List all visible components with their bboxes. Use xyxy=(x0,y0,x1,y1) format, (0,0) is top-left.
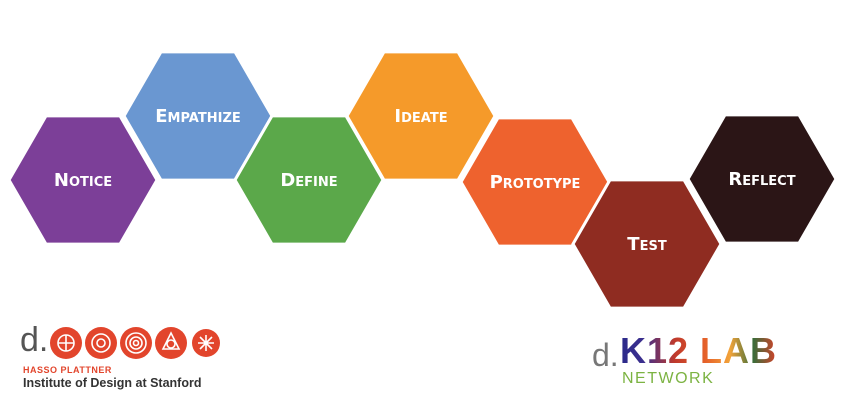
stage-label: Reflect xyxy=(728,169,795,190)
stage-label: Prototype xyxy=(490,172,581,193)
stage-prototype: Prototype xyxy=(459,116,611,248)
stage-reflect: Reflect xyxy=(686,113,838,245)
dschool-hasso-plattner-text: HASSO PLATTNER xyxy=(23,365,112,375)
dschool-circles-icon xyxy=(50,327,220,359)
stage-label: Define xyxy=(280,170,337,191)
stage-notice: Notice xyxy=(7,114,159,246)
stage-test: Test xyxy=(571,178,723,310)
k12-d-mark: d. xyxy=(592,337,619,373)
stage-hexagon xyxy=(7,114,159,246)
dschool-institute-text: Institute of Design at Stanford xyxy=(23,376,202,390)
stage-hexagon xyxy=(345,50,497,182)
stage-label: Notice xyxy=(54,170,112,191)
stage-define: Define xyxy=(233,114,385,246)
stage-label: Test xyxy=(627,234,667,255)
k12-lab-name: K12 LAB xyxy=(620,330,778,371)
stage-hexagon xyxy=(686,113,838,245)
stage-ideate: Ideate xyxy=(345,50,497,182)
k12-lab-logo: d. K12 LAB NETWORK xyxy=(592,328,832,394)
stage-label: Empathize xyxy=(155,106,241,127)
stage-label: Ideate xyxy=(394,106,447,127)
stage-hexagon xyxy=(571,178,723,310)
dschool-logo: d. HASSO PLATTNER Institute of Design at… xyxy=(20,318,230,398)
k12-network-text: NETWORK xyxy=(622,370,715,387)
dschool-d-mark: d. xyxy=(20,321,49,359)
